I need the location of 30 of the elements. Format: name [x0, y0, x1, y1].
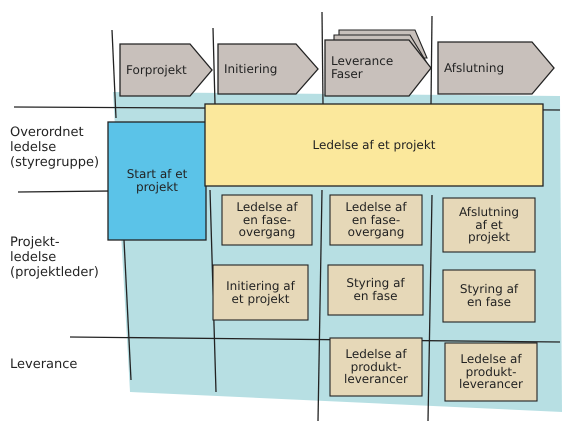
- process-box: [443, 270, 535, 322]
- process-box: [330, 195, 422, 245]
- process-box: [443, 198, 535, 252]
- process-box: [328, 265, 423, 315]
- phase-banner: [438, 42, 554, 94]
- phase-banner: [218, 44, 318, 94]
- process-box: [213, 265, 308, 320]
- node-label: Ledelse af et projekt: [312, 138, 436, 152]
- node-label: Ledelse af produkt- leverancer: [342, 348, 409, 386]
- node-label: Initiering: [224, 62, 278, 76]
- process-box: [222, 195, 312, 245]
- node-label: Initiering af et projekt: [225, 280, 296, 306]
- node-label: Start af et projekt: [126, 168, 188, 194]
- lane-label: Projekt- ledelse (projektleder): [10, 236, 100, 281]
- node-label: Styring af en fase: [345, 277, 406, 303]
- node-label: Styring af en fase: [458, 283, 520, 309]
- node-label: Forprojekt: [126, 64, 187, 76]
- process-box: [108, 122, 206, 240]
- node-label: Leverance Faser: [331, 55, 394, 81]
- node-label: Afslutning: [444, 62, 504, 74]
- process-box: [330, 338, 422, 396]
- process-band: [205, 104, 543, 186]
- lane-label: Leverance: [10, 358, 78, 373]
- process-box: [445, 343, 537, 401]
- node-label: Ledelse af produkt- leverancer: [458, 353, 524, 391]
- lane-label: Overordnet ledelse (styregruppe): [10, 126, 100, 171]
- node-label: Ledelse af en fase- overgang: [235, 201, 299, 239]
- node-label: Ledelse af en fase- overgang: [344, 201, 408, 239]
- node-label: Afslutning af et projekt: [458, 206, 520, 244]
- phase-banner: [120, 44, 212, 96]
